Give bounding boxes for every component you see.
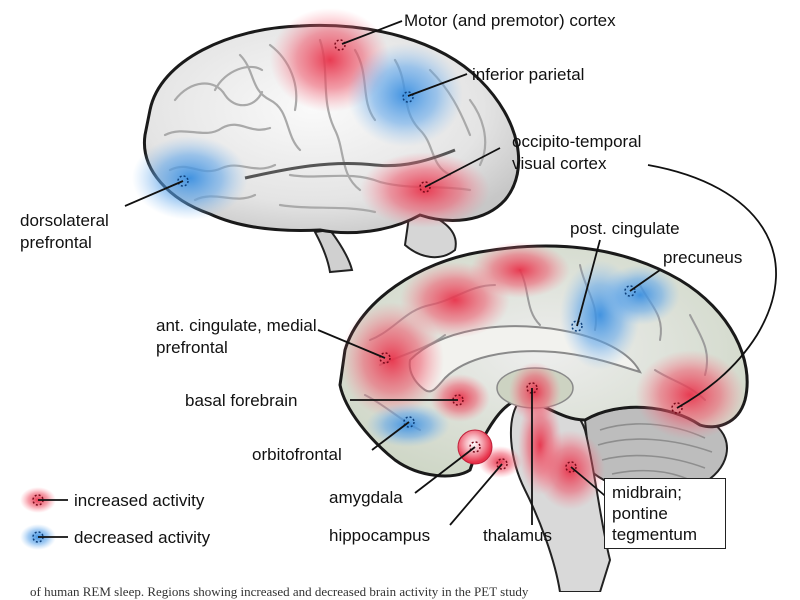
- label-post-cingulate: post. cingulate: [570, 219, 680, 238]
- label-orbitofrontal: orbitofrontal: [252, 445, 342, 464]
- label-precuneus: precuneus: [663, 248, 743, 267]
- label-dorsolateral-prefrontal: dorsolateral prefrontal: [20, 211, 109, 252]
- sagittal-brain: [338, 242, 749, 593]
- label-basal-forebrain: basal forebrain: [185, 391, 298, 410]
- legend-increased-activity: increased activity: [74, 491, 205, 510]
- label-thalamus: thalamus: [483, 526, 552, 545]
- label-ant-cingulate: ant. cingulate, medial prefrontal: [156, 316, 317, 357]
- activity-markers: [177, 39, 683, 473]
- lateral-brain: [132, 8, 521, 274]
- legend-decreased-activity: decreased activity: [74, 528, 211, 547]
- label-midbrain-pontine: midbrain; pontine tegmentum: [604, 478, 726, 549]
- label-hippocampus: hippocampus: [329, 526, 431, 545]
- leader-lines: [124, 20, 777, 526]
- label-motor-cortex: Motor (and premotor) cortex: [404, 11, 616, 30]
- figure-caption: of human REM sleep. Regions showing incr…: [30, 584, 529, 599]
- label-occipito-temporal: occipito-temporal visual cortex: [512, 132, 642, 173]
- label-amygdala: amygdala: [329, 488, 403, 507]
- legend-icons: [20, 487, 68, 550]
- label-inferior-parietal: inferior parietal: [472, 65, 585, 84]
